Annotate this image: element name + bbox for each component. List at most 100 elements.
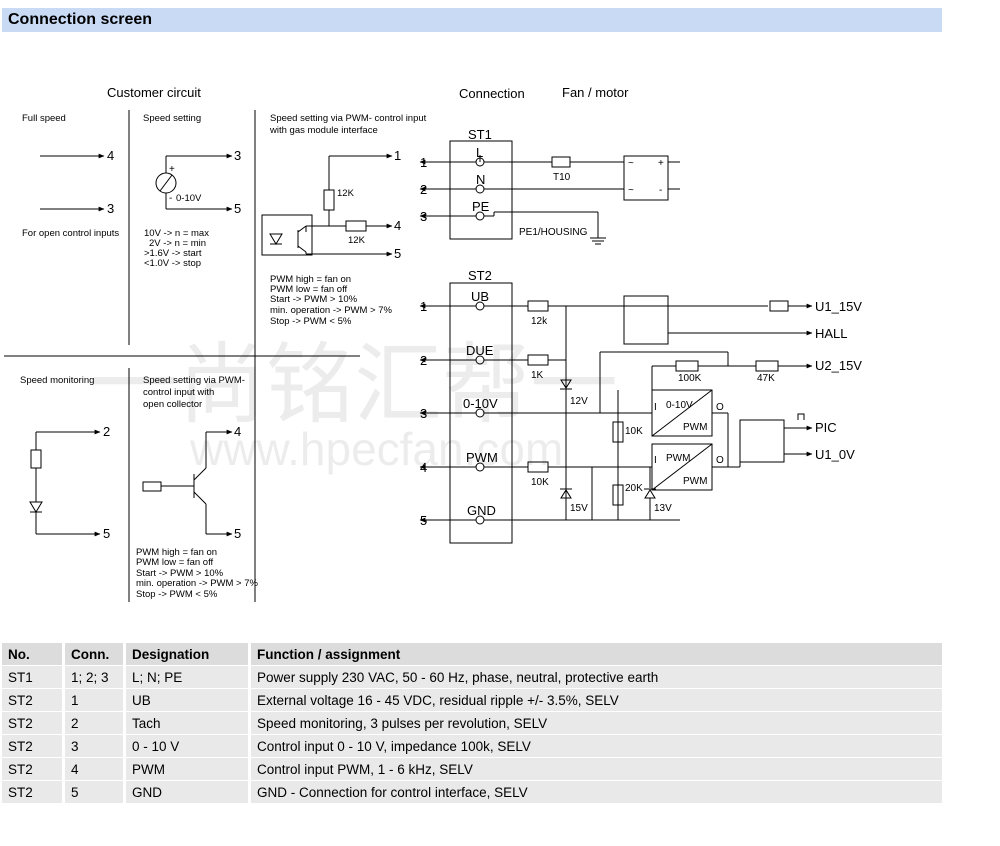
table-header-row: No. Conn. Designation Function / assignm…	[2, 643, 942, 665]
cell-designation: 0 - 10 V	[126, 735, 251, 757]
header-no: No.	[2, 643, 65, 665]
st2-pin-2-label: DUE	[466, 343, 494, 358]
full-speed-title: Full speed	[22, 113, 66, 124]
cell-conn: 3	[65, 735, 126, 757]
pwm-gas-pin-b: 4	[394, 218, 401, 233]
r-100k-label: 100K	[678, 373, 702, 384]
cell-no: ST2	[2, 735, 65, 757]
r-pwm-label: 10K	[531, 477, 549, 488]
table-row: ST2 3 0 - 10 V Control input 0 - 10 V, i…	[2, 735, 942, 757]
st1-housing: PE1/HOUSING	[519, 227, 588, 238]
pwm-gas-r1: 12K	[337, 188, 355, 199]
cell-no: ST2	[2, 712, 65, 734]
rect-tilde-2: ~	[628, 185, 634, 196]
pwm-gas-pin-c: 5	[394, 246, 401, 261]
st2-pin-1-num: 1	[420, 299, 427, 314]
cell-designation: UB	[126, 689, 251, 711]
pwm-oc-pin-b: 5	[234, 526, 241, 541]
st1-pin-3-label: PE	[472, 199, 490, 214]
watermark-cn: 一尚铭汇帮一	[90, 335, 618, 434]
r-47k-label: 47K	[757, 373, 775, 384]
st1-pin-3-num: 3	[420, 209, 427, 224]
speed-setting-source-label: 0-10V	[176, 193, 202, 204]
watermark-url: www.hpecfan.com	[189, 423, 563, 475]
st2-pin-4-label: PWM	[466, 450, 498, 465]
full-speed-pin-a: 4	[107, 148, 114, 163]
table-row: ST2 4 PWM Control input PWM, 1 - 6 kHz, …	[2, 758, 942, 780]
header-designation: Designation	[126, 643, 251, 665]
cell-no: ST1	[2, 666, 65, 688]
st1-pin-1-label: L	[476, 145, 483, 160]
st2-pin-5-label: GND	[467, 503, 496, 518]
table-row: ST1 1; 2; 3 L; N; PE Power supply 230 VA…	[2, 666, 942, 688]
cell-no: ST2	[2, 781, 65, 803]
st2-pin-1-label: UB	[471, 289, 489, 304]
pin-assignment-table: No. Conn. Designation Function / assignm…	[2, 642, 942, 804]
conv1-top: 0-10V	[666, 400, 693, 411]
customer-circuit-heading: Customer circuit	[107, 85, 201, 100]
fan-motor-heading: Fan / motor	[562, 85, 629, 100]
pwm-gas-note-1: PWM high = fan on	[270, 274, 351, 285]
st2-pin-3-label: 0-10V	[463, 396, 498, 411]
pwm-gas-note-2: PWM low = fan off	[270, 284, 348, 295]
cell-conn: 1; 2; 3	[65, 666, 126, 688]
cell-designation: GND	[126, 781, 251, 803]
st2-pin-5-num: 5	[420, 513, 427, 528]
rect-plus: +	[658, 158, 664, 169]
rect-minus: -	[659, 185, 662, 196]
pwm-oc-note-4: min. operation -> PWM > 7%	[136, 578, 259, 589]
cell-conn: 2	[65, 712, 126, 734]
connection-diagram: 一尚铭汇帮一 www.hpecfan.com	[4, 85, 862, 602]
st1-fuse: T10	[553, 172, 571, 183]
speed-setting-minus: -	[169, 193, 172, 204]
st2-pin-3-num: 3	[420, 406, 427, 421]
pwm-oc-note-3: Start -> PWM > 10%	[136, 568, 224, 579]
full-speed-pin-b: 3	[107, 201, 114, 216]
output-u1-15v: U1_15V	[815, 299, 862, 314]
pwm-oc-note-5: Stop -> PWM < 5%	[136, 589, 218, 600]
r-20k-label: 20K	[625, 483, 643, 494]
cell-function: Control input 0 - 10 V, impedance 100k, …	[251, 735, 942, 757]
speed-setting-pin-b: 5	[234, 201, 241, 216]
r-due-label: 1K	[531, 370, 544, 381]
cell-conn: 5	[65, 781, 126, 803]
table-row: ST2 1 UB External voltage 16 - 45 VDC, r…	[2, 689, 942, 711]
cell-no: ST2	[2, 689, 65, 711]
output-pic: PIC	[815, 420, 837, 435]
speed-monitoring-pin-a: 2	[103, 424, 110, 439]
pwm-gas-title-2: with gas module interface	[269, 125, 378, 136]
pwm-gas-r2: 12K	[348, 235, 366, 246]
conv1-bot: PWM	[683, 422, 707, 433]
conv2-i: I	[654, 455, 657, 466]
speed-setting-note-4: <1.0V -> stop	[144, 258, 201, 269]
cell-no: ST2	[2, 758, 65, 780]
speed-setting-title: Speed setting	[143, 113, 201, 124]
pwm-oc-note-1: PWM high = fan on	[136, 547, 217, 558]
conv2-o: O	[716, 455, 724, 466]
st1-pin-2-num: 2	[420, 182, 427, 197]
header-conn: Conn.	[65, 643, 126, 665]
table-row: ST2 5 GND GND - Connection for control i…	[2, 781, 942, 803]
st2-pin-4-num: 4	[420, 460, 427, 475]
output-u1-0v: U1_0V	[815, 447, 855, 462]
header-function: Function / assignment	[251, 643, 942, 665]
st1-name: ST1	[468, 127, 492, 142]
st2-name: ST2	[468, 268, 492, 283]
conv1-i: I	[654, 402, 657, 413]
st1-pin-1-num: 1	[420, 155, 427, 170]
cell-function: External voltage 16 - 45 VDC, residual r…	[251, 689, 942, 711]
pwm-oc-title-1: Speed setting via PWM-	[143, 375, 245, 386]
conv2-bot: PWM	[683, 476, 707, 487]
watermark: 一尚铭汇帮一 www.hpecfan.com	[90, 335, 618, 475]
pwm-gas-note-3: Start -> PWM > 10%	[270, 294, 358, 305]
output-u2-15v: U2_15V	[815, 358, 862, 373]
speed-setting-pin-a: 3	[234, 148, 241, 163]
pwm-oc-pin-a: 4	[234, 424, 241, 439]
speed-monitoring-title: Speed monitoring	[20, 375, 94, 386]
speed-setting-note-1: 10V -> n = max	[144, 228, 209, 239]
pwm-gas-title-1: Speed setting via PWM- control input	[270, 113, 427, 124]
speed-setting-plus: +	[169, 164, 175, 175]
cell-designation: Tach	[126, 712, 251, 734]
full-speed-note: For open control inputs	[22, 228, 119, 239]
cell-function: Power supply 230 VAC, 50 - 60 Hz, phase,…	[251, 666, 942, 688]
